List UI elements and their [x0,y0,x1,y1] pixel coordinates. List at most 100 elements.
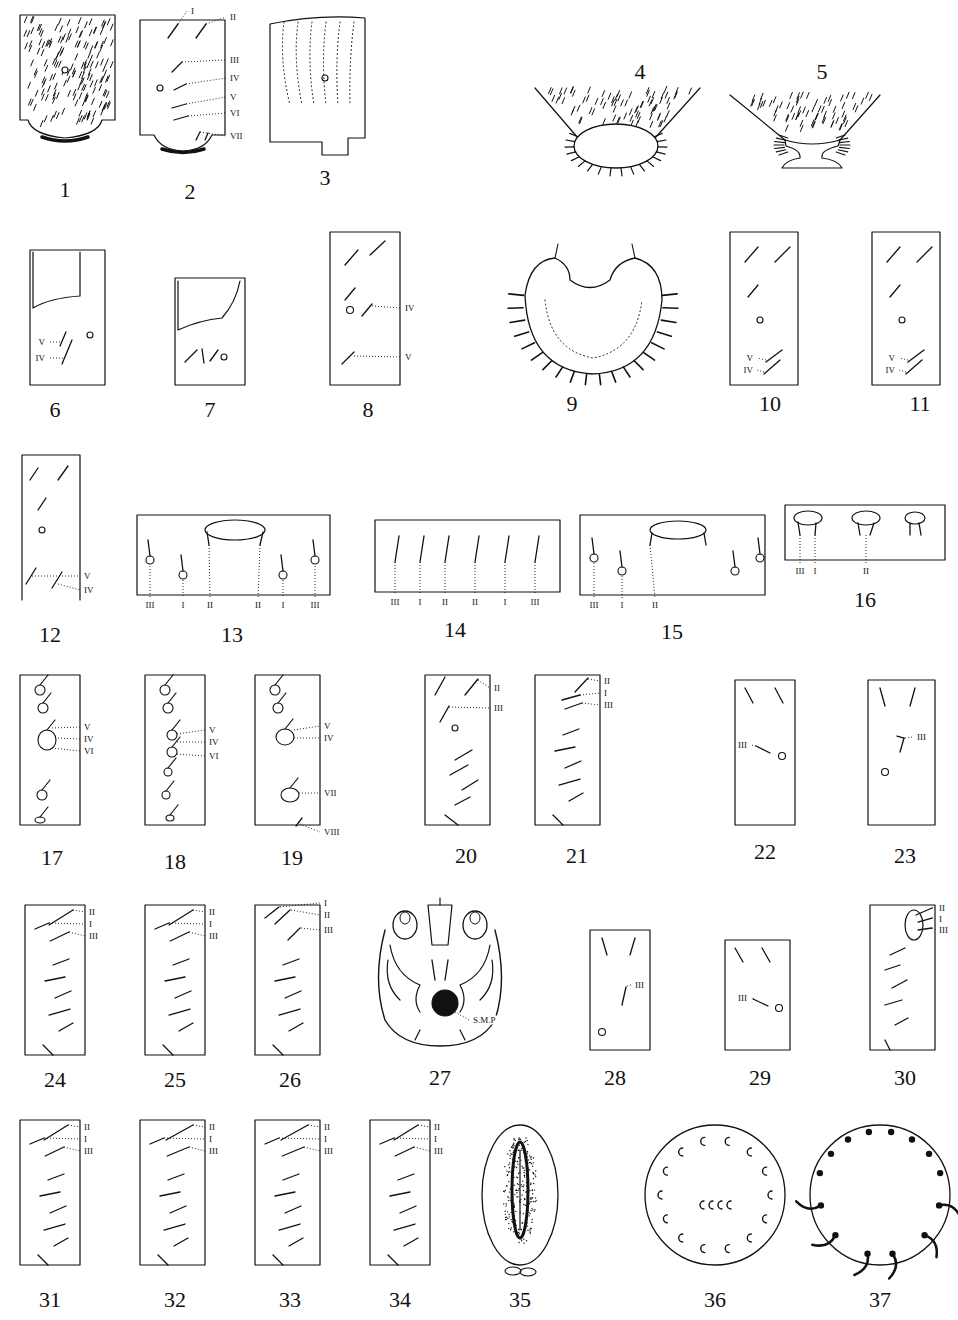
seta-line [910,688,915,706]
stipple-dot [521,1229,522,1230]
bristle-line [654,133,662,136]
hair-stroke [104,70,107,76]
maxilla-outline [460,945,490,1012]
hair-stroke [630,115,633,121]
seta-label: V [888,354,897,363]
bristle-line [657,140,666,142]
stipple-dot [518,1139,519,1140]
head-capsule [379,930,502,1046]
bristle-line [840,147,850,148]
seta-line [563,729,579,735]
seta-socket [163,703,173,713]
hair-stroke [841,95,844,101]
seta-label: V [208,726,217,735]
hair-stroke [59,18,62,24]
hair-stroke [658,114,661,120]
stipple-dot [519,1137,520,1138]
hook-crescent [725,1137,729,1145]
hair-stroke [31,99,34,105]
hair-stroke [807,92,810,98]
figure-number: 1 [60,179,71,201]
spiracle-circle [882,769,889,776]
hair-stroke [84,60,87,66]
figure-group [20,15,958,1278]
hair-stroke [53,73,56,79]
stipple-dot [527,1230,528,1231]
seta-label: II [603,677,611,686]
dotted-line [310,22,314,105]
hair-stroke [91,61,94,67]
figure-number: 28 [604,1067,626,1089]
seta-label: III [229,56,240,65]
stipple-dot [523,1190,524,1191]
seta-line [62,340,72,364]
hair-stroke [55,25,58,31]
hair-stroke [75,41,78,47]
seta-line [275,675,283,685]
hair-stroke [81,62,84,68]
spiracle-circle [757,317,763,323]
hair-stroke [625,100,628,106]
segment-outline [580,515,765,595]
stipple-dot [523,1242,524,1243]
stipple-dot [507,1218,508,1219]
bristle-line [775,147,785,148]
seta-line [918,918,932,922]
seta-label: II [471,598,479,607]
stipple-dot [508,1228,509,1229]
hair-stroke [82,84,85,90]
seta-line [173,959,189,965]
stipple-dot [518,1232,519,1233]
seta-label: II [651,601,659,610]
hair-stroke [24,30,27,36]
hair-stroke [46,40,49,46]
stipple-dot [516,1192,517,1193]
seta-label: II [254,601,262,610]
spiracle-circle [62,67,68,73]
leader-line [73,910,85,912]
stipple-dot [509,1214,510,1215]
stipple-dot [520,1139,521,1140]
hair-stroke [846,92,849,98]
seta-line [35,923,49,929]
bristle-line [612,371,616,382]
hair-stroke [79,116,82,122]
seta-label: I [190,7,195,16]
hair-stroke [90,46,93,52]
hair-stroke [613,106,616,112]
seta-line [918,928,932,930]
hair-stroke [54,60,57,66]
segment-outline [25,905,85,1055]
hair-stroke [786,125,789,131]
seta-line [919,523,921,535]
stipple-dot [523,1204,524,1205]
spiracle-circle [87,332,93,338]
seta-label: III [938,926,949,935]
bristle-line [623,367,630,377]
stipple-dot [528,1215,529,1216]
seta-line [445,960,448,980]
hair-stroke [106,59,109,65]
leader-line [291,910,320,915]
seta-label: III [737,994,748,1003]
seta-label: V [229,93,238,102]
bristle-line [610,168,611,176]
seta-label: III [634,981,645,990]
stipple-dot [508,1164,509,1165]
figure-number: 9 [567,393,578,415]
seta-socket [756,554,764,562]
seta-label: V [404,353,413,362]
leader-line [32,576,80,577]
bristle-line [543,361,552,370]
spiracle-circle [347,307,354,314]
seta-line [288,928,300,940]
hair-stroke [840,124,843,130]
hair-stroke [67,76,70,82]
hair-stroke [31,17,33,23]
segment-outline [145,905,205,1055]
seta-line [30,1138,44,1144]
seta-line [283,959,299,965]
hook-base-dot [817,1170,823,1176]
hook-line [925,1235,937,1257]
hair-stroke [758,104,761,110]
